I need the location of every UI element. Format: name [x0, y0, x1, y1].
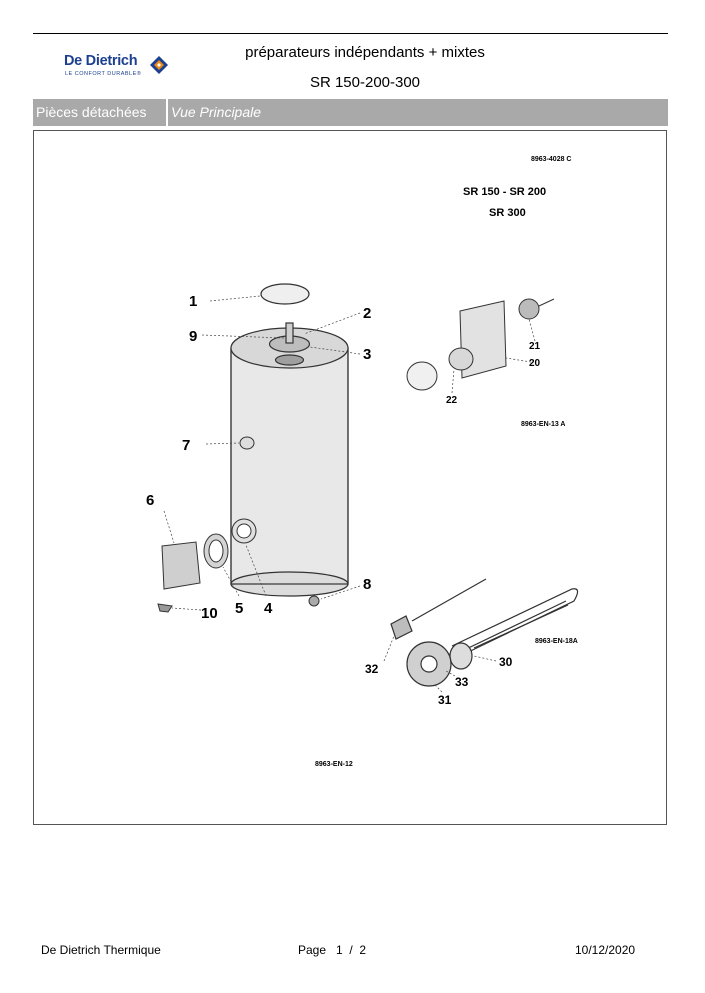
callout-4: 4 [264, 600, 273, 617]
ref-heater-label: 8963-EN-18A [535, 638, 578, 645]
callout-22: 22 [446, 395, 458, 406]
lid-part [260, 283, 310, 305]
tab-bar: Pièces détachées Vue Principale [33, 99, 668, 126]
callout-9: 9 [189, 328, 197, 345]
callout-10: 10 [201, 605, 218, 622]
tab-spare-parts[interactable]: Pièces détachées [33, 99, 166, 126]
water-heater-tank [230, 322, 349, 597]
ref-main-label: 8963-EN-12 [315, 761, 353, 768]
callout-3: 3 [363, 346, 371, 363]
callout-1: 1 [189, 293, 197, 310]
screw-part [157, 603, 173, 613]
cover-part [161, 541, 201, 590]
callout-30: 30 [499, 655, 513, 669]
callout-31: 31 [438, 693, 452, 707]
tab-main-view[interactable]: Vue Principale [168, 99, 668, 126]
ref-thermostat-label: 8963-EN-13 A [521, 421, 566, 428]
heating-element-assembly [390, 578, 579, 687]
callout-21: 21 [529, 341, 541, 352]
ref-top-label: 8963-4028 C [531, 156, 571, 163]
model-line-2: SR 300 [489, 207, 526, 219]
callout-2: 2 [363, 305, 371, 322]
diagram-frame: 8963-4028 C SR 150 - SR 200 SR 300 8963-… [33, 130, 667, 825]
callout-5: 5 [235, 600, 243, 617]
exploded-view-diagram: 8963-4028 C SR 150 - SR 200 SR 300 8963-… [146, 156, 579, 768]
callout-6: 6 [146, 492, 154, 509]
thermostat-assembly [406, 298, 555, 391]
nut-part [308, 595, 320, 607]
callout-7: 7 [182, 437, 190, 454]
sleeve-part [239, 436, 255, 450]
callout-32: 32 [365, 662, 379, 676]
callout-33: 33 [455, 675, 469, 689]
brand-logo: De Dietrich LE CONFORT DURABLE® [64, 53, 174, 83]
brand-diamond-icon [150, 56, 168, 74]
document-title: préparateurs indépendants + mixtes [245, 44, 485, 61]
brand-tagline: LE CONFORT DURABLE® [65, 71, 142, 77]
callout-8: 8 [363, 576, 371, 593]
callout-20: 20 [529, 358, 541, 369]
header-rule [33, 33, 668, 34]
document-model: SR 150-200-300 [309, 74, 421, 91]
footer-page: Page 1 / 2 [298, 943, 367, 957]
brand-name: De Dietrich [64, 53, 138, 69]
footer-date: 10/12/2020 [575, 943, 636, 957]
model-line-1: SR 150 - SR 200 [463, 186, 546, 198]
footer-company: De Dietrich Thermique [41, 943, 161, 957]
